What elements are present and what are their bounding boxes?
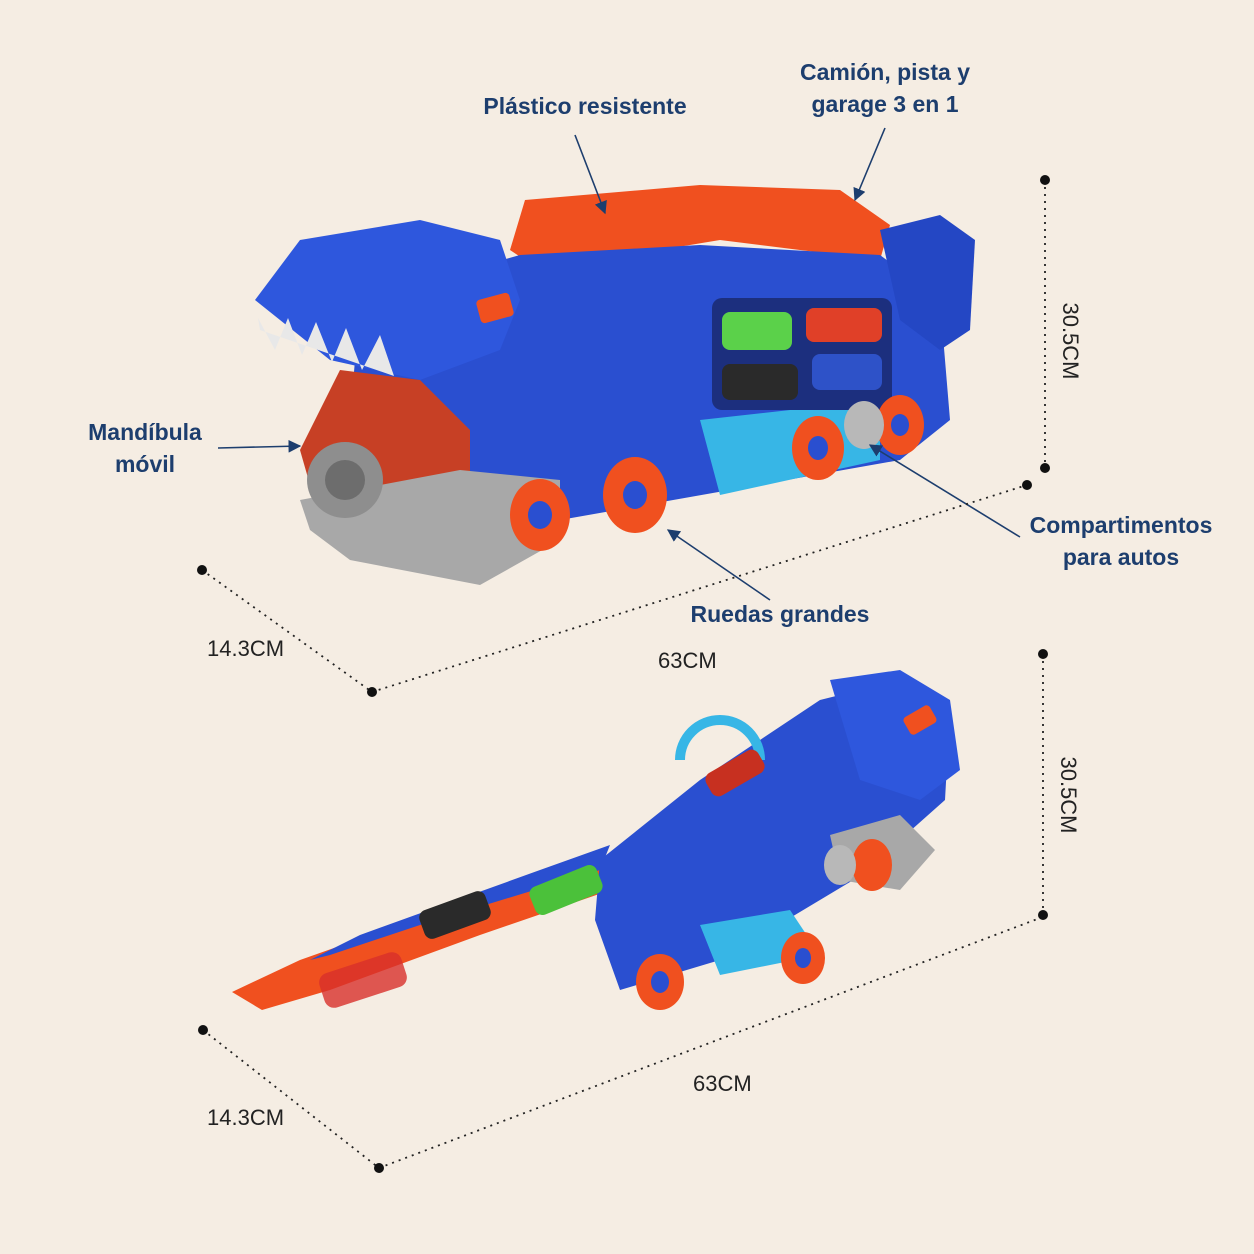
- car-red: [806, 308, 882, 342]
- callout-wheels: Ruedas grandes: [690, 601, 870, 627]
- cyan-base: [700, 400, 880, 495]
- track-loop: [675, 715, 765, 761]
- dim-length-top: 63CM: [658, 648, 717, 673]
- car-green-ramp: [529, 865, 603, 915]
- arrow-plastic: [574, 134, 607, 215]
- car-black-ramp: [419, 891, 491, 939]
- arrow-jaw: [217, 439, 302, 453]
- tail-head: [880, 215, 975, 350]
- callout-plastic: Plástico resistente: [483, 93, 687, 119]
- callout-compartments: Compartimentos para autos: [1029, 512, 1213, 570]
- dim-height-top: 30.5CM: [1058, 302, 1083, 380]
- dino-eye: [476, 292, 514, 324]
- car-blue: [812, 354, 882, 390]
- car-black: [722, 364, 798, 400]
- dim-line-length-top: [371, 484, 1028, 693]
- callout-jaw: Mandíbula móvil: [88, 419, 202, 477]
- wheels-top: [510, 395, 924, 551]
- arrow-three-in-one: [853, 127, 886, 202]
- callout-three-in-one: Camión, pista y garage 3 en 1: [800, 59, 970, 117]
- track-head: [830, 670, 960, 800]
- dimension-lines: [201, 180, 1046, 1169]
- car-red-ramp: [319, 952, 407, 1008]
- dim-line-depth-bottom: [202, 1029, 380, 1169]
- dim-line-depth-top: [201, 569, 373, 693]
- arrow-wheels: [666, 529, 771, 601]
- dino-teeth: [258, 318, 394, 376]
- dimension-endpoints: [197, 175, 1050, 1173]
- toy-trex-truck-top: [255, 185, 975, 585]
- dim-length-bottom: 63CM: [693, 1071, 752, 1096]
- dim-depth-bottom: 14.3CM: [207, 1105, 285, 1130]
- arrow-compartments: [868, 444, 1021, 538]
- callout-arrows: [217, 127, 1021, 601]
- dim-line-length-bottom: [378, 917, 1041, 1169]
- dim-depth-top: 14.3CM: [207, 636, 285, 661]
- dim-height-bottom: 30.5CM: [1056, 756, 1081, 834]
- car-green: [722, 312, 792, 350]
- toy-trex-track-bottom: [232, 670, 960, 1010]
